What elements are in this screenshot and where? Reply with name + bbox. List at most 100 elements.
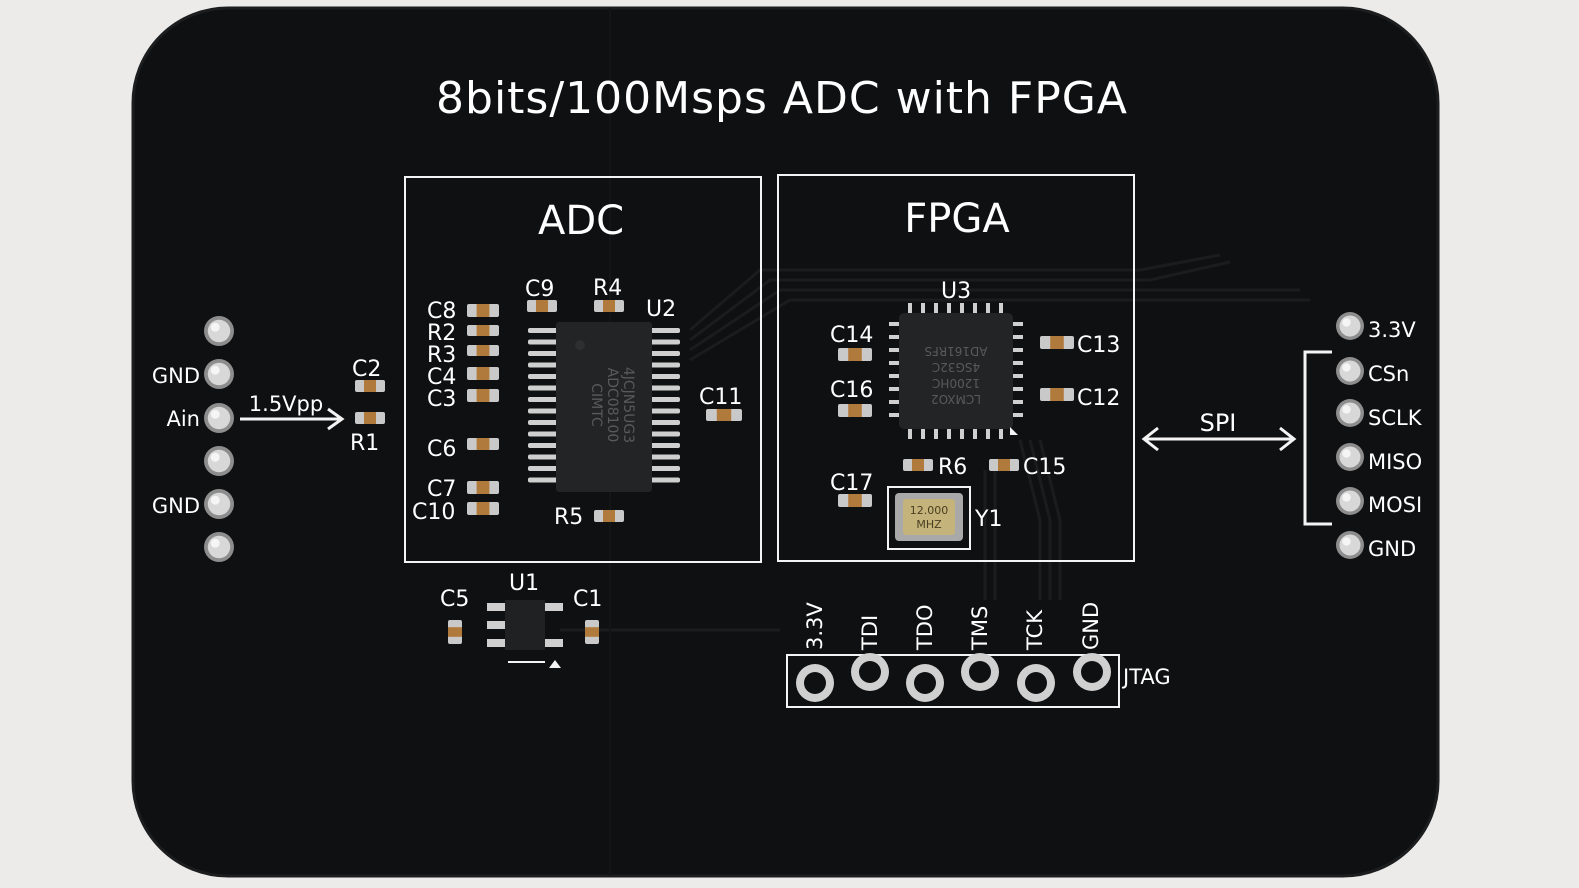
left-header-pin <box>204 489 234 519</box>
fpga-chip-pin <box>986 303 990 313</box>
pin-solder <box>1339 534 1361 556</box>
smd-component <box>467 367 499 380</box>
label-r5: R5 <box>554 505 583 530</box>
label-r4: R4 <box>593 276 622 301</box>
smd-component <box>355 380 385 392</box>
smd-body <box>848 348 862 361</box>
left-label-ain: Ain <box>166 407 200 431</box>
fpga-chip-pin <box>973 303 977 313</box>
jtag-pin <box>961 653 999 691</box>
pin-highlight <box>1342 537 1351 546</box>
label-c10: C10 <box>412 500 455 525</box>
right-label-mosi: MOSI <box>1368 493 1422 517</box>
smd-body <box>998 459 1010 471</box>
pin-highlight <box>1342 318 1351 327</box>
left-label-gnd-bottom: GND <box>152 494 200 518</box>
jtag-label-tdi: TDI <box>858 615 882 651</box>
right-header-pin <box>1336 531 1364 559</box>
fpga-chip-pin <box>960 429 964 439</box>
smd-body <box>476 438 490 450</box>
smd-component <box>355 412 385 424</box>
jtag-pin <box>1073 653 1111 691</box>
pcb-board <box>133 8 1438 876</box>
left-header-labels: GND Ain GND <box>152 364 200 518</box>
adc-chip-pin <box>528 477 558 483</box>
smd-component <box>467 345 499 356</box>
fpga-chip-pin <box>934 303 938 313</box>
right-header-pin <box>1336 357 1364 385</box>
fpga-section-label: FPGA <box>904 196 1010 242</box>
smd-body <box>476 502 490 515</box>
label-r6: R6 <box>938 455 967 480</box>
label-c6: C6 <box>427 437 456 462</box>
smd-component <box>467 481 499 494</box>
smd-component <box>903 459 933 471</box>
smd-component <box>448 620 462 644</box>
right-header-pin <box>1336 443 1364 471</box>
jtag-pins <box>796 653 1111 702</box>
adc-chip-marking-3: CIMTC <box>588 383 604 427</box>
fpga-chip-pin <box>947 303 951 313</box>
right-label-sclk: SCLK <box>1368 406 1423 430</box>
fpga-chip-pin <box>947 429 951 439</box>
fpga-chip-pin <box>1013 322 1023 326</box>
left-label-gnd-top: GND <box>152 364 200 388</box>
adc-chip-pin <box>528 362 558 368</box>
smd-body <box>912 459 924 471</box>
fpga-chip-pin <box>999 429 1003 439</box>
smd-body <box>848 494 862 507</box>
label-c2: C2 <box>352 357 381 382</box>
fpga-chip-pin <box>1013 361 1023 365</box>
label-c3: C3 <box>427 387 456 412</box>
spi-bracket <box>1303 350 1332 526</box>
smd-body <box>476 481 490 494</box>
label-c4: C4 <box>427 365 456 390</box>
fpga-chip-pin <box>889 413 899 417</box>
smd-body <box>476 345 490 356</box>
pin-solder <box>207 406 231 430</box>
label-u2: U2 <box>646 297 676 322</box>
right-header-pin <box>1336 399 1364 427</box>
left-header-pin <box>204 359 234 389</box>
smd-body <box>448 627 462 637</box>
adc-chip-pin <box>528 351 558 356</box>
pin-solder <box>207 362 231 386</box>
label-c1: C1 <box>573 587 602 612</box>
jtag-pin-hole <box>969 661 991 683</box>
adc-chip-pin <box>528 420 558 425</box>
smd-body <box>716 409 732 421</box>
adc-chip-pin <box>650 362 680 368</box>
smd-body <box>536 300 548 312</box>
pin-solder <box>207 449 231 473</box>
adc-chip-u2: 4JCJN5UG3 ADC08100 CIMTC <box>528 322 680 492</box>
spi-bus-label: SPI <box>1200 409 1237 437</box>
label-r2: R2 <box>427 321 456 346</box>
fpga-chip-marking-3: 4SG32C <box>932 360 980 374</box>
smd-component <box>467 438 499 450</box>
left-header-pin <box>204 403 234 433</box>
fpga-chip-pin <box>960 303 964 313</box>
fpga-chip-pin <box>908 429 912 439</box>
adc-chip-pin <box>650 397 680 402</box>
pin-solder <box>1339 315 1361 337</box>
pcb-traces <box>560 8 1310 876</box>
adc-chip-pin <box>650 385 680 391</box>
jtag-pin <box>796 664 834 702</box>
smd-body <box>476 389 490 402</box>
adc-chip-pin <box>528 339 558 345</box>
adc-chip-pin <box>650 466 680 471</box>
fpga-chip-pin <box>1013 400 1023 404</box>
pin-solder <box>1339 360 1361 382</box>
label-u3: U3 <box>941 279 971 304</box>
adc-chip-pin <box>528 443 558 448</box>
jtag-pin-labels: 3.3V TDI TDO TMS TCK GND <box>803 602 1103 651</box>
smd-component <box>467 502 499 515</box>
adc-chip-pin <box>650 420 680 425</box>
adc-chip-pin <box>528 466 558 471</box>
right-label-3v3: 3.3V <box>1368 318 1416 342</box>
pin-highlight <box>210 495 220 505</box>
fpga-chip-marking-2: 1200HC <box>932 376 980 390</box>
label-u1: U1 <box>509 571 539 596</box>
smd-body <box>603 510 615 522</box>
spi-arrow <box>1141 426 1297 452</box>
